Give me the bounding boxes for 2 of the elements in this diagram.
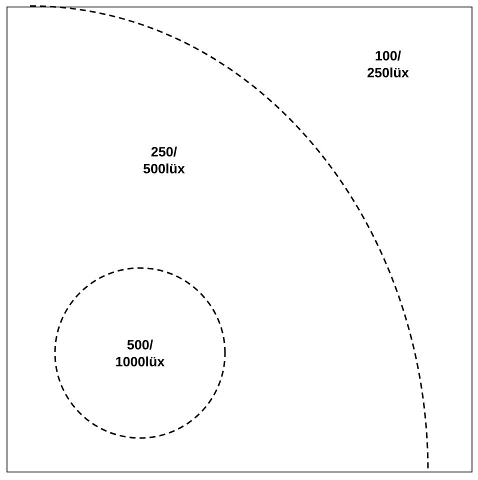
zone-label: 250/ 500lüx (143, 146, 185, 174)
zone-label: 100/ 250lüx (368, 50, 409, 78)
